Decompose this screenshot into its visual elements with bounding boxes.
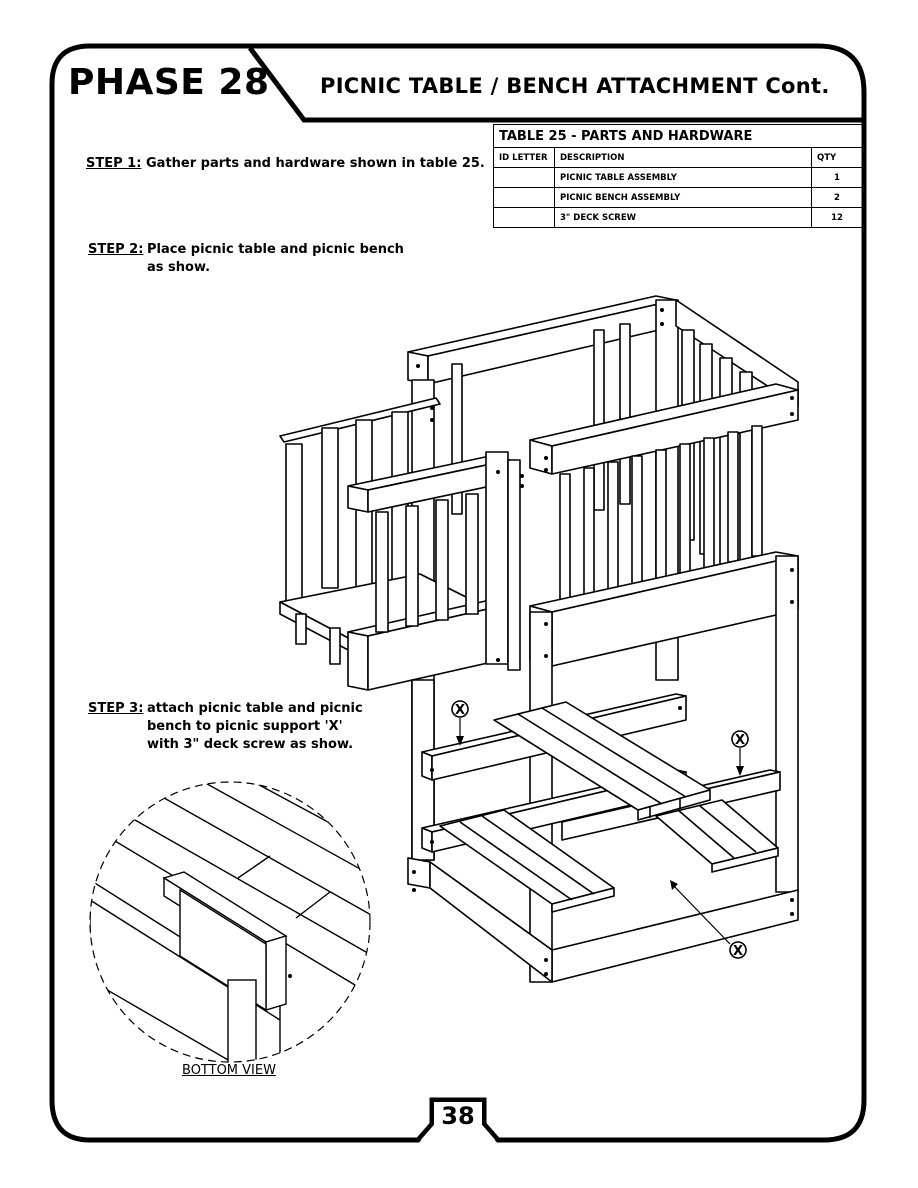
step-2-line: as show. [147, 260, 211, 275]
phase-title: PHASE 28 [68, 62, 270, 103]
callout-x-right: X [731, 730, 749, 776]
callout-label: X [733, 944, 743, 959]
step-1-text: Gather parts and hardware shown in table… [146, 155, 485, 173]
step-3-line: with 3" deck screw as show. [147, 737, 354, 752]
callout-x-upper: X [451, 700, 469, 746]
step-3-text: attach picnic table and picnic bench to … [147, 700, 363, 754]
callout-label: X [735, 733, 745, 748]
step-1-line: Gather parts and hardware shown in table… [146, 156, 485, 171]
detail-caption: BOTTOM VIEW [182, 1063, 276, 1078]
table-cell: 12 [811, 207, 863, 228]
step-3-line: bench to picnic support 'X' [147, 719, 343, 734]
step-3-label: STEP 3: [88, 701, 144, 716]
callout-label: X [455, 703, 465, 718]
table-caption: TABLE 25 - PARTS AND HARDWARE [493, 124, 863, 148]
table-row: 3" DECK SCREW 12 [493, 207, 863, 228]
page-number: 38 [441, 1102, 475, 1130]
table-row: PICNIC BENCH ASSEMBLY 2 [493, 187, 863, 208]
step-2-line: Place picnic table and picnic bench [147, 242, 404, 257]
step-2-label: STEP 2: [88, 242, 144, 257]
step-2-text: Place picnic table and picnic bench as s… [147, 241, 404, 277]
parts-table: TABLE 25 - PARTS AND HARDWARE ID LETTER … [493, 124, 863, 228]
step-1-label: STEP 1: [86, 156, 142, 171]
callout-x-lower: X [670, 880, 747, 959]
page-title: PICNIC TABLE / BENCH ATTACHMENT Cont. [320, 74, 830, 98]
step-3-line: attach picnic table and picnic [147, 701, 363, 716]
